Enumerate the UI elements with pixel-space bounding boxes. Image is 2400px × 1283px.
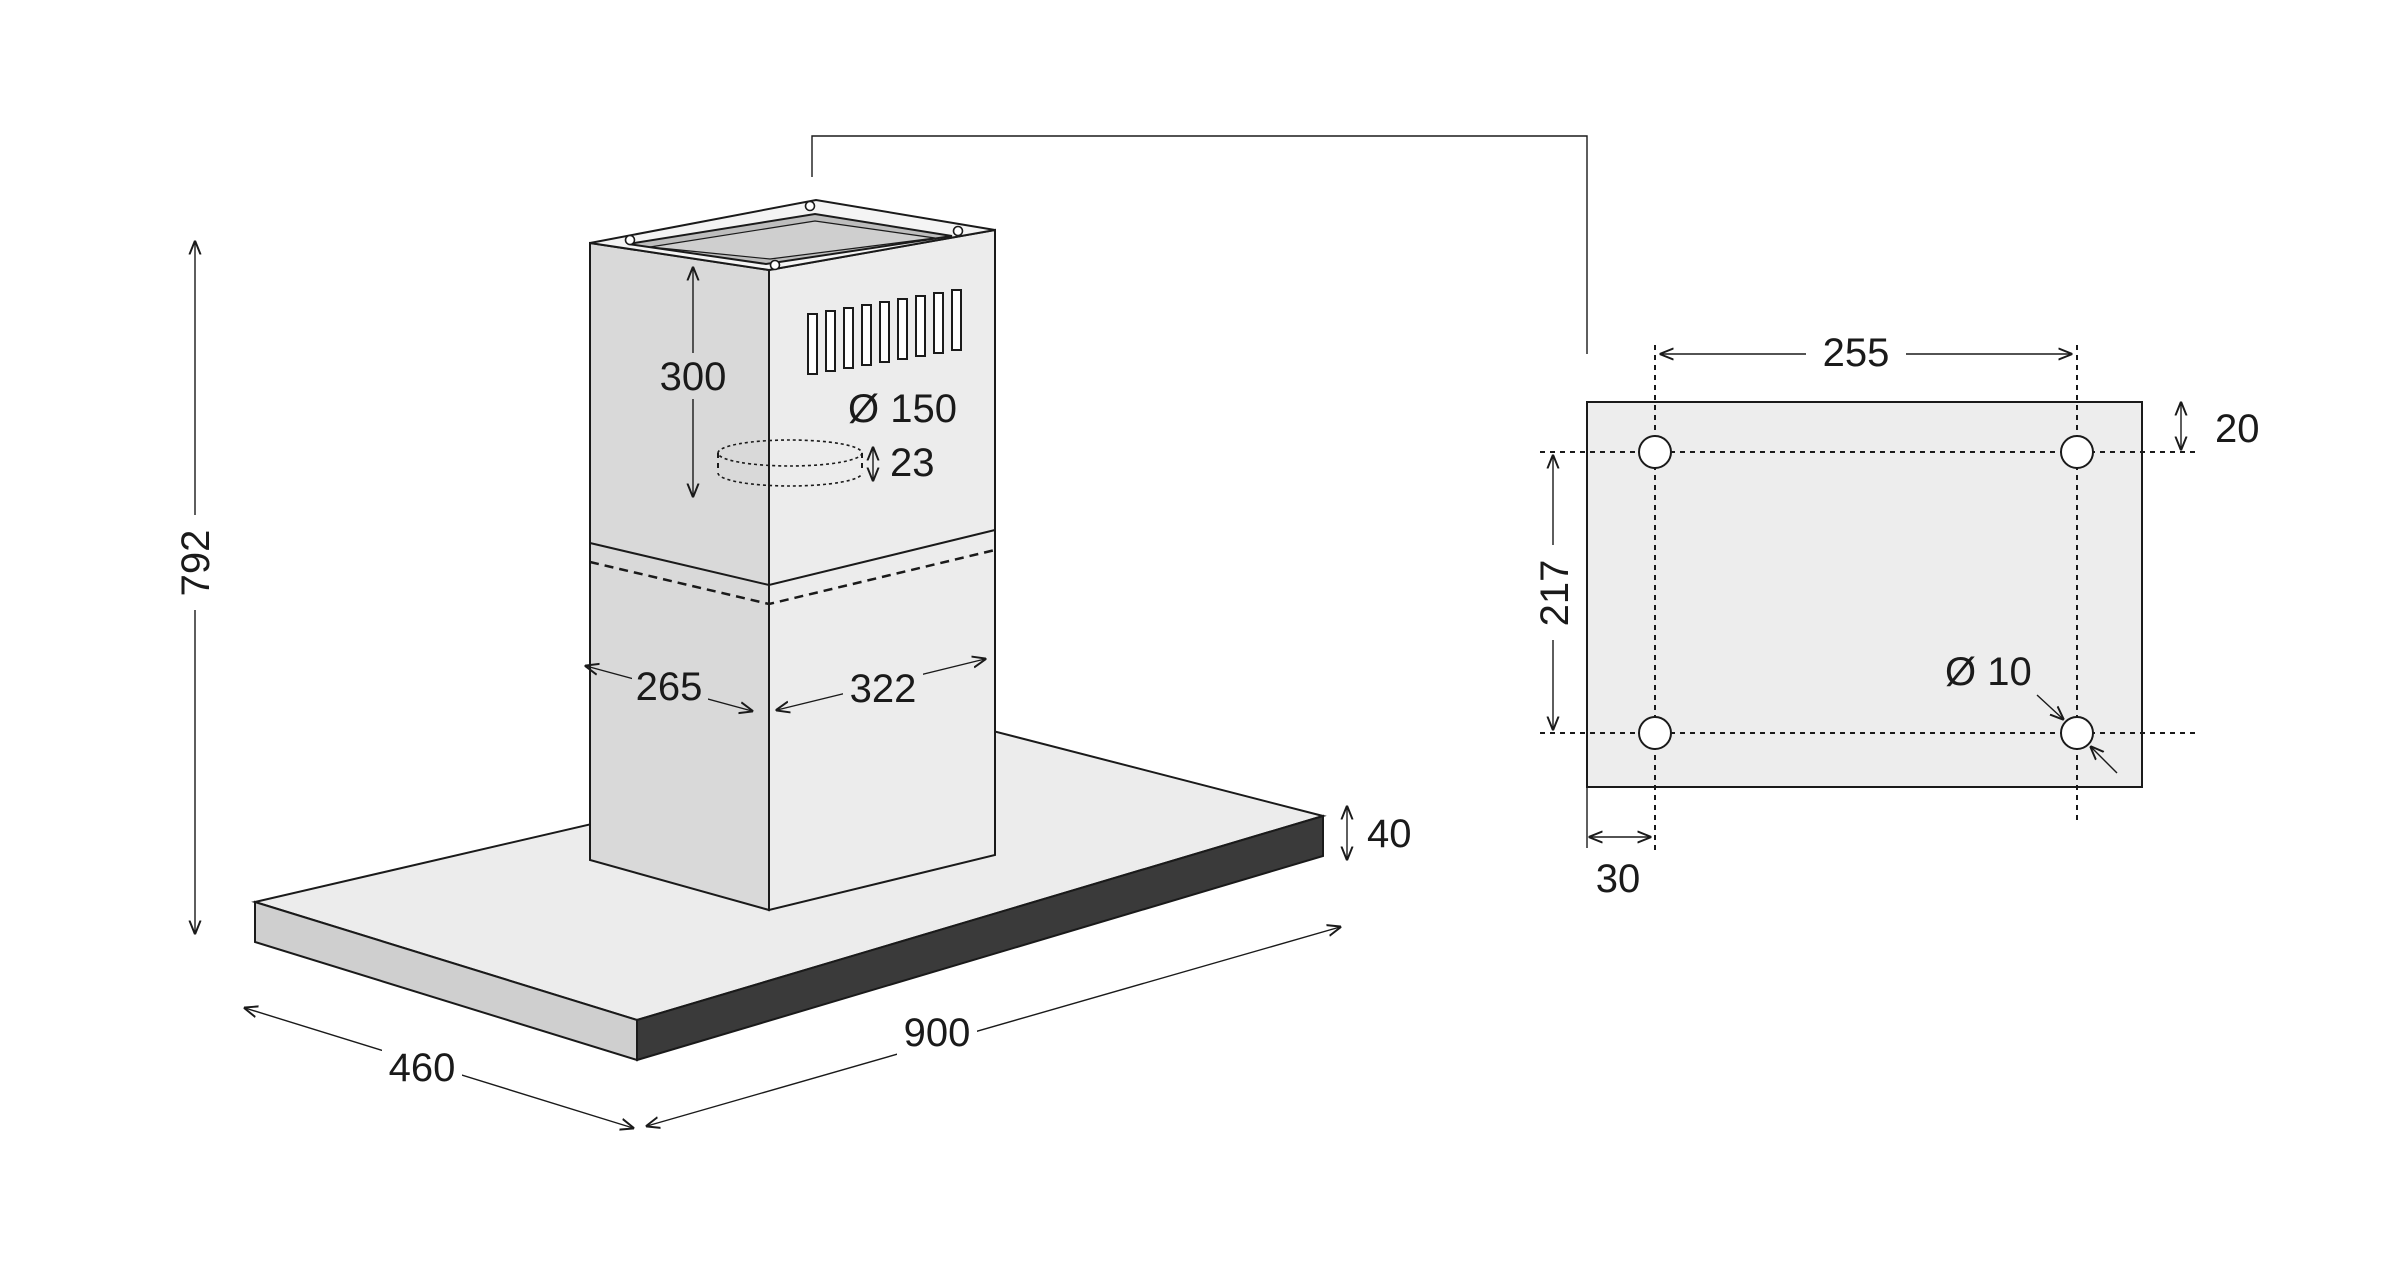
chimney-top-opening-inner <box>649 220 936 260</box>
dim-chimney-depth: 265 <box>636 665 703 709</box>
mounting-plate <box>1586 401 2143 788</box>
dim-canopy-thickness: 40 <box>1367 812 1412 856</box>
mount-hole-top-left <box>1638 435 1672 469</box>
chimney-top-screws <box>624 200 964 271</box>
dim-outlet-diameter: Ø 150 <box>848 387 957 431</box>
bracket-detail: 255 20 217 30 Ø 10 <box>1528 327 2260 901</box>
dim-side-offset: 30 <box>1596 857 1641 901</box>
dim-collar-height: 23 <box>890 441 935 485</box>
dim-canopy-depth: 460 <box>389 1046 456 1090</box>
chimney-overlap-line <box>589 548 996 606</box>
dim-line-hole-diameter-out <box>2091 747 2118 774</box>
dim-line-hole-diameter-in <box>2036 694 2063 719</box>
dim-hole-spacing-horizontal: 255 <box>1823 331 1890 375</box>
detail-leader-line <box>811 135 1588 354</box>
mount-hole-bottom-right <box>2060 716 2094 750</box>
dim-outlet-height: 300 <box>660 355 727 399</box>
dim-hole-diameter: Ø 10 <box>1945 650 2032 694</box>
chimney-vent-slots <box>807 289 962 375</box>
mount-hole-bottom-left <box>1638 716 1672 750</box>
outlet-collar-icon <box>717 439 863 487</box>
hood-illustration: 792 300 Ø 150 23 265 322 40 900 460 <box>170 135 1588 1128</box>
dim-canopy-width: 900 <box>904 1011 971 1055</box>
dim-chimney-width: 322 <box>850 667 917 711</box>
dim-hole-spacing-vertical: 217 <box>1533 560 1577 627</box>
chimney-joint-line <box>589 529 996 587</box>
chimney-front-face <box>589 241 770 912</box>
dim-line-canopy-width <box>647 927 1340 1126</box>
mount-hole-top-right <box>2060 435 2094 469</box>
dim-top-offset: 20 <box>2215 407 2260 451</box>
dim-overall-height: 792 <box>174 530 218 597</box>
